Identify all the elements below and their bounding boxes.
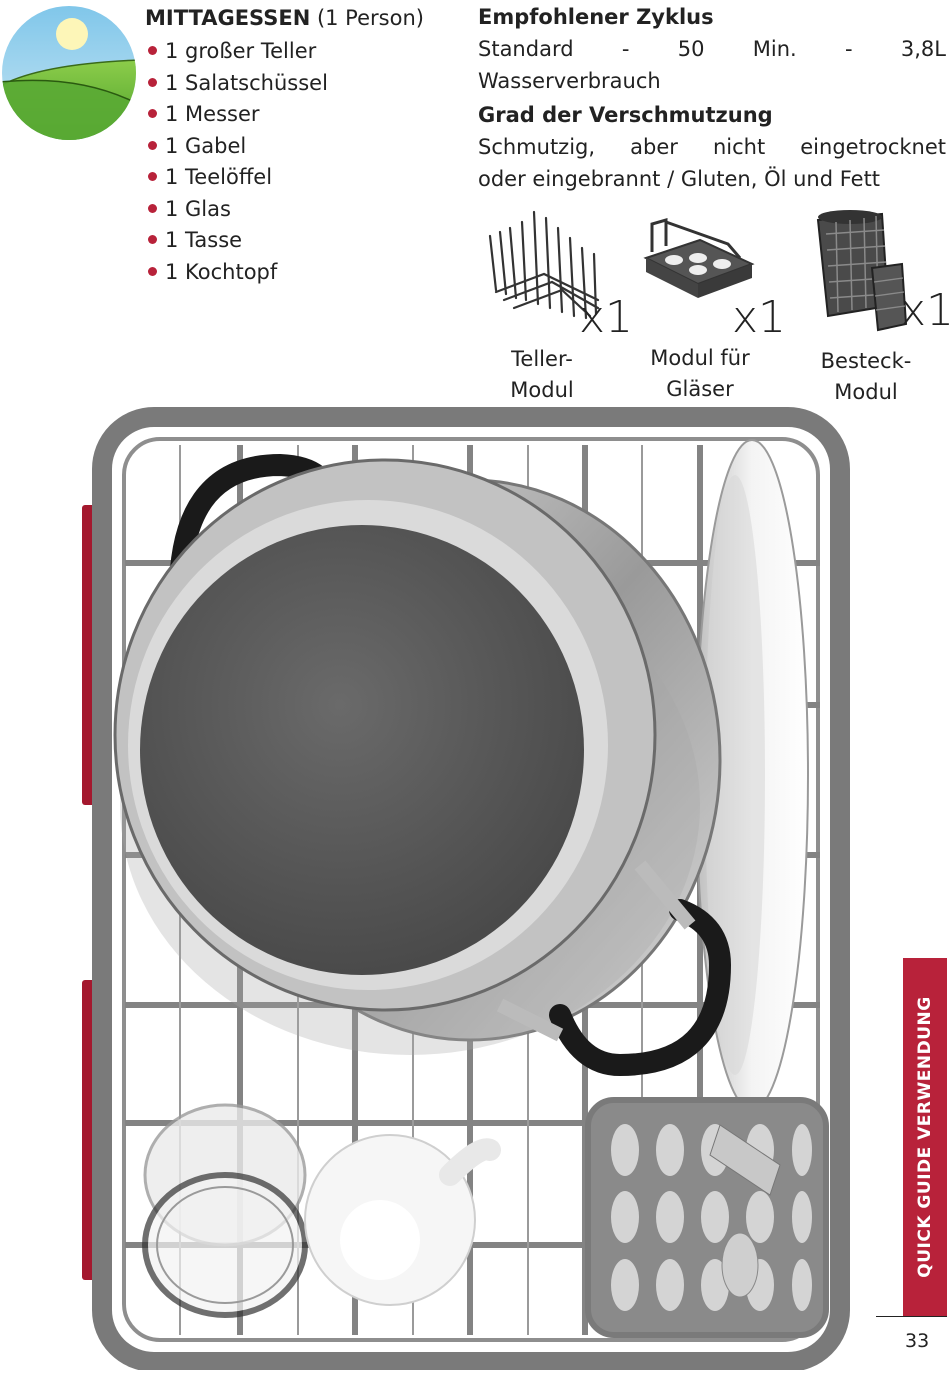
glasses-module-icon [643,218,755,298]
module-label-line: Besteck- [820,349,912,373]
cycle-word: Min. [752,37,797,61]
bullet-icon [148,109,157,118]
module-label: Modul für Gläser [620,343,780,405]
plate-module-icon [488,210,600,320]
list-item: 1 Salatschüssel [145,68,328,100]
cycle-word: Standard [478,37,574,61]
list-item: 1 Gabel [145,131,328,163]
list-item: 1 Teelöffel [145,162,328,194]
cycle-word: 3,8L [900,37,946,61]
module-label: Teller- Modul [462,344,622,406]
meal-item-list: 1 großer Teller 1 Salatschüssel 1 Messer… [145,36,328,288]
list-item: 1 großer Teller [145,36,328,68]
cycle-word: - [621,37,630,61]
soil-word: eingetrocknet [800,135,946,159]
cycle-details-line2: Wasserverbrauch [478,69,661,93]
dishwasher-rack-illustration [82,407,850,1370]
list-item-text: 1 Messer [165,102,260,126]
bullet-icon [148,46,157,55]
list-item-text: 1 Salatschüssel [165,70,328,95]
list-item-text: 1 Kochtopf [165,259,278,284]
module-label-line: Gläser [666,377,734,401]
list-item-text: 1 Teelöffel [165,165,273,189]
meal-title-bold: MITTAGESSEN [145,6,311,30]
cycle-word: - [845,37,853,61]
module-label-line: Modul für [650,346,750,370]
bullet-icon [148,235,157,244]
module-label-line: Teller- [511,347,573,371]
list-item-text: 1 Tasse [165,228,243,252]
meal-title-rest: (1 Person) [310,6,424,30]
module-quantity: x1 [732,292,787,343]
section-tab: QUICK GUIDE VERWENDUNG [903,958,947,1316]
module-label-line: Modul [834,380,898,404]
list-item: 1 Messer [145,99,328,131]
bullet-icon [148,203,157,213]
section-tab-label: QUICK GUIDE VERWENDUNG [915,996,935,1278]
module-label: Besteck- Modul [786,346,946,408]
cutlery-basket-icon [816,210,908,332]
list-item: 1 Tasse [145,225,328,257]
module-label-line: Modul [510,378,574,402]
soil-word: Schmutzig, [478,135,596,159]
cycle-details: Standard - 50 Min. - 3,8L [478,37,946,61]
page-number: 33 [905,1330,930,1352]
sun-hills-icon [2,6,136,140]
list-item: 1 Glas [145,194,328,226]
list-item-text: 1 Glas [165,196,231,221]
bullet-icon [148,77,157,87]
bullet-icon [148,266,157,276]
module-quantity: x1 [579,292,634,343]
cycle-word: 50 [677,37,705,61]
module-quantity: x1 [900,285,950,336]
bullet-icon [148,172,157,181]
soil-word: aber [630,135,678,159]
cycle-heading: Empfohlener Zyklus [478,5,714,29]
soil-description-line2: oder eingebrannt / Gluten, Öl und Fett [478,167,881,191]
bullet-icon [148,140,157,150]
footer-divider [876,1316,947,1317]
list-item: 1 Kochtopf [145,257,328,289]
list-item-text: 1 Gabel [165,133,247,158]
soil-description: Schmutzig, aber nicht eingetrocknet [478,135,946,159]
soil-word: nicht [712,135,766,159]
soil-heading: Grad der Verschmutzung [478,103,773,127]
meal-title: MITTAGESSEN (1 Person) [145,6,424,30]
list-item-text: 1 großer Teller [165,39,317,63]
